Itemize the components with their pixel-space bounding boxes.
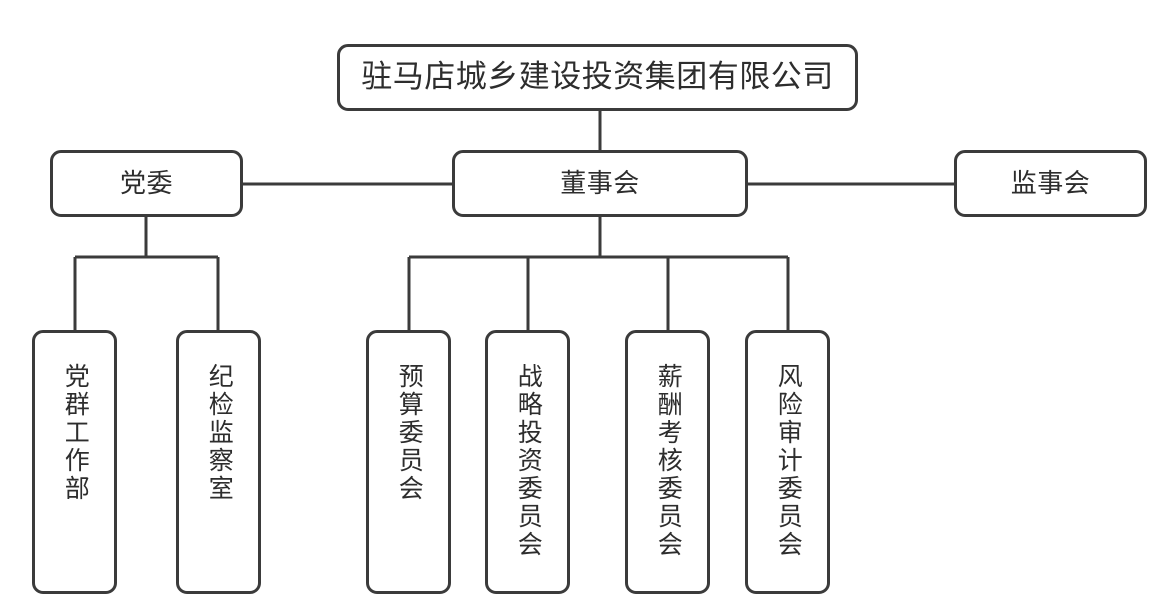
node-board-of-directors-label: 董事会	[560, 168, 640, 199]
node-risk-audit-committee[interactable]: 风险审计委员会	[745, 330, 830, 594]
node-budget-committee-label: 预算委员会	[395, 363, 424, 503]
node-compensation-committee[interactable]: 薪酬考核委员会	[625, 330, 710, 594]
node-party-mass-work-dept[interactable]: 党群工作部	[32, 330, 117, 594]
node-party-committee[interactable]: 党委	[50, 150, 243, 217]
node-discipline-office-label: 纪检监察室	[205, 363, 234, 503]
node-party-mass-work-dept-label: 党群工作部	[61, 363, 90, 503]
node-company[interactable]: 驻马店城乡建设投资集团有限公司	[337, 44, 858, 111]
node-budget-committee[interactable]: 预算委员会	[366, 330, 451, 594]
node-discipline-office[interactable]: 纪检监察室	[176, 330, 261, 594]
node-risk-audit-committee-label: 风险审计委员会	[774, 363, 803, 559]
node-board-of-supervisors[interactable]: 监事会	[954, 150, 1147, 217]
node-strategic-investment-committee-label: 战略投资委员会	[514, 363, 543, 559]
node-company-label: 驻马店城乡建设投资集团有限公司	[361, 59, 834, 95]
node-compensation-committee-label: 薪酬考核委员会	[654, 363, 683, 559]
node-party-committee-label: 党委	[119, 168, 173, 199]
node-board-of-directors[interactable]: 董事会	[452, 150, 748, 217]
node-strategic-investment-committee[interactable]: 战略投资委员会	[485, 330, 570, 594]
node-board-of-supervisors-label: 监事会	[1010, 168, 1091, 199]
